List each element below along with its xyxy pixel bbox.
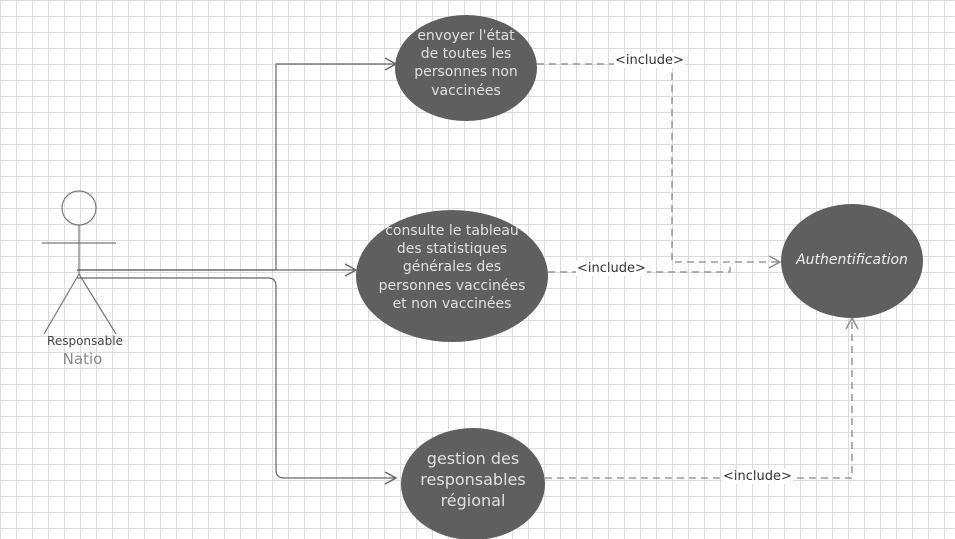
use-case-authentification-text: Authentification — [796, 252, 908, 268]
actor-figure — [42, 190, 117, 335]
actor-right-leg — [78, 273, 117, 335]
actor-name-label: Natio — [62, 350, 103, 368]
include-label-consulte: <include> — [576, 261, 647, 276]
actor-left-leg — [43, 273, 80, 335]
include-label-gestion: <include> — [722, 469, 793, 484]
actor-role-label: Responsable — [47, 334, 123, 348]
use-case-envoyer — [395, 15, 537, 121]
association-envoyer — [77, 57, 398, 271]
use-case-consulte — [356, 210, 548, 342]
actor-head — [61, 190, 97, 226]
include-label-envoyer: <include> — [614, 53, 685, 68]
association-gestion — [77, 277, 398, 485]
include-line-envoyer — [537, 63, 782, 269]
use-case-gestion — [401, 428, 545, 539]
include-line-gestion — [545, 316, 859, 479]
use-case-authentification — [781, 204, 923, 318]
use-case-consulte-text: consulte le tableau des statistiques gén… — [378, 223, 526, 312]
use-case-gestion-text: gestion des responsables régional — [420, 449, 526, 510]
use-case-envoyer-text: envoyer l'état de toutes les personnes n… — [414, 28, 518, 99]
